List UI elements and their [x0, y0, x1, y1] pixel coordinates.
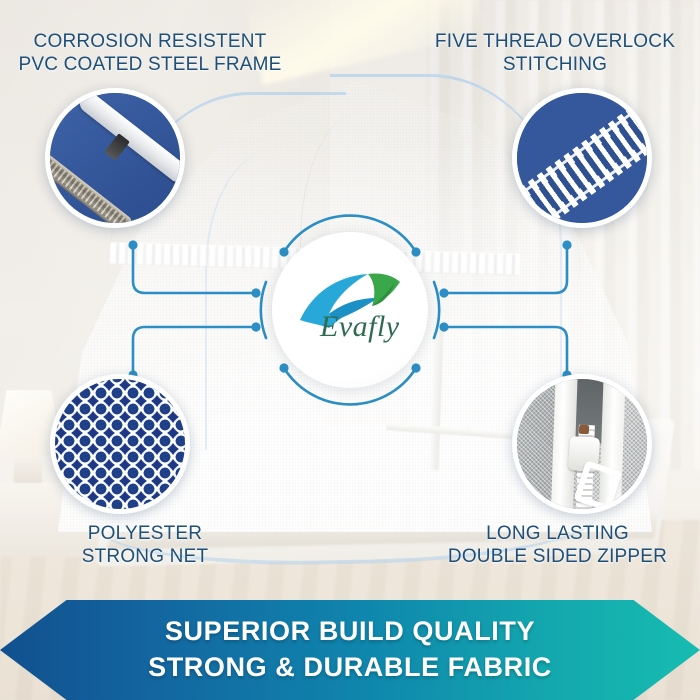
table-lamp-base [14, 455, 42, 485]
connector-dot-left-top [251, 288, 261, 298]
connector-dot-top-right-end [562, 240, 572, 250]
feature-label-double-sided-zipper: LONG LASTING DOUBLE SIDED ZIPPER [447, 523, 668, 568]
overlock-stitching-photo [512, 88, 652, 228]
net-frame-rod-inner-left [205, 150, 377, 450]
connector-bottom-right [442, 325, 569, 377]
hex-net-cells [55, 379, 185, 509]
hub-arc-top [282, 214, 418, 254]
overlock-stitch-band [517, 93, 647, 223]
feature-label-polyester-strong-net: POLYESTER STRONG NET [81, 523, 209, 568]
hub-arc-bottom [282, 366, 418, 406]
bottom-banner: SUPERIOR BUILD QUALITY STRONG & DURABLE … [0, 592, 700, 700]
white-pvc-rod [75, 93, 180, 187]
banner-headline-line1: SUPERIOR BUILD QUALITY [164, 616, 536, 647]
hub-arc-right [432, 280, 441, 340]
feature-circle-five-thread-overlock[interactable] [512, 88, 652, 228]
double-sided-zipper-photo [512, 374, 652, 514]
net-frame-rod-inner-right [420, 120, 562, 450]
bird-swoosh-logo-icon [300, 273, 400, 328]
pvc-coated-steel-frame-photo [45, 88, 185, 228]
banner-headline-line2: STRONG & DURABLE FABRIC [148, 652, 552, 682]
hub-dot-bottom-left [279, 363, 289, 373]
connector-dot-right-bottom [439, 322, 449, 332]
connector-dot-right-top [439, 288, 449, 298]
brand-name: Evafly [320, 310, 400, 343]
polyester-hex-net-photo [50, 374, 190, 514]
connector-bottom-left [131, 325, 258, 377]
feature-label-five-thread-overlock: FIVE THREAD OVERLOCK STITCHING [434, 31, 676, 76]
connector-dot-left-bottom [251, 322, 261, 332]
connector-top-left [131, 243, 258, 295]
banner-arrow-shape: SUPERIOR BUILD QUALITY STRONG & DURABLE … [0, 600, 700, 700]
feature-circle-double-sided-zipper[interactable] [512, 374, 652, 514]
feature-label-corrosion-resistant-frame: CORROSION RESISTENT PVC COATED STEEL FRA… [18, 31, 282, 76]
feature-circle-polyester-strong-net[interactable] [50, 374, 190, 514]
hub-dot-top-right [411, 247, 421, 257]
exposed-steel-core [50, 146, 133, 223]
hub-dot-bottom-right [411, 363, 421, 373]
hub-arc-left [259, 280, 268, 340]
hub-dot-top-left [279, 247, 289, 257]
zipper-stopper [578, 424, 590, 435]
brand-logo-hub: Evafly [272, 232, 428, 388]
connector-dot-top-left-end [128, 240, 138, 250]
connector-top-right [442, 243, 569, 295]
feature-circle-corrosion-resistant-frame[interactable] [45, 88, 185, 228]
hex-net-shading [55, 379, 185, 509]
net-seam [300, 112, 421, 372]
